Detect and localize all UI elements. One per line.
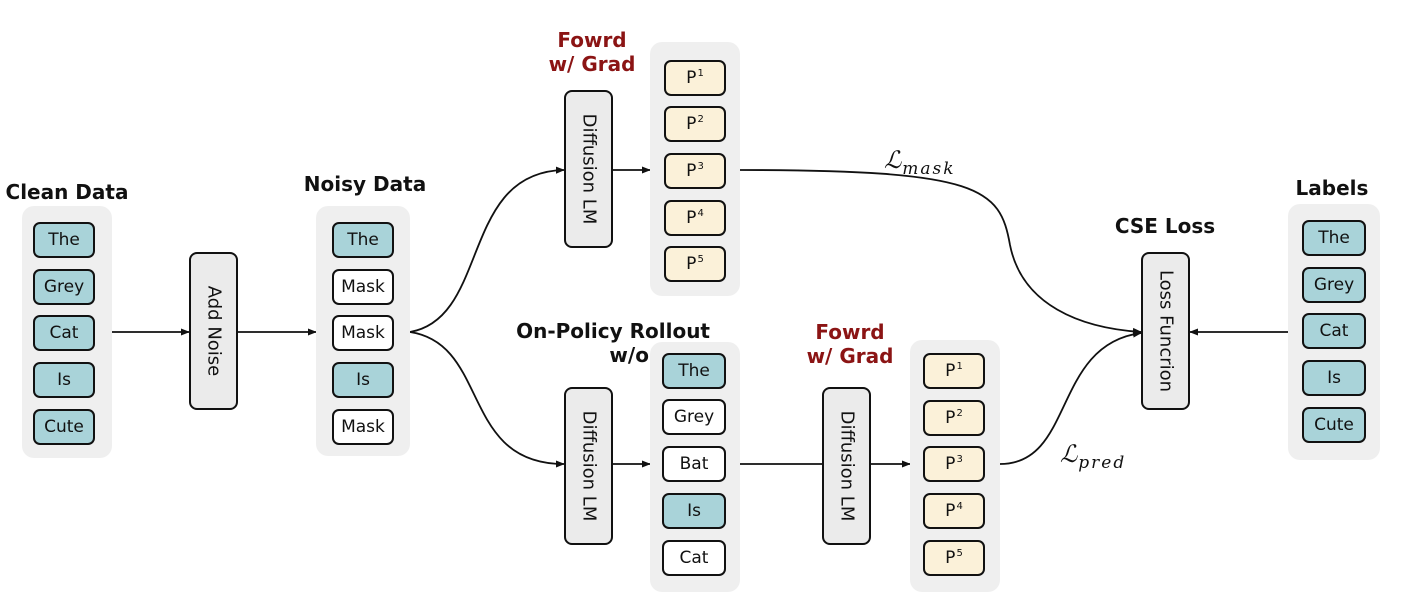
pred-token-index: 5 — [697, 253, 704, 265]
add-noise-block: Add Noise — [189, 252, 238, 410]
edge-mask-loss — [739, 169, 1142, 336]
pred-token-letter: P — [686, 208, 697, 228]
label-token: Cute — [1302, 407, 1366, 443]
clean-data-title: Clean Data — [5, 180, 129, 204]
pred-token-index: 5 — [956, 547, 963, 559]
clean-token: Cat — [33, 315, 95, 351]
forward-bottom-title: Fowrd w/ Grad — [806, 320, 894, 368]
pred-token-index: 2 — [956, 407, 963, 419]
diffusion-lm-bottom-label: Diffusion LM — [836, 410, 857, 522]
clean-token: Grey — [33, 269, 95, 305]
pred-token-letter: P — [945, 548, 956, 568]
edge-noisy-to-diffusion-rollout — [409, 331, 565, 468]
edge-pred-loss — [999, 330, 1142, 465]
diffusion-lm-top-block: Diffusion LM — [564, 90, 613, 248]
clean-token: The — [33, 222, 95, 258]
pred-token-letter: P — [686, 161, 697, 181]
pred-token-letter: P — [686, 254, 697, 274]
pred-token-letter: P — [686, 68, 697, 88]
pred-token-index: 4 — [697, 207, 704, 219]
noisy-token-mask: Mask — [332, 269, 394, 305]
rollout-token: Grey — [662, 399, 726, 435]
label-token: The — [1302, 220, 1366, 256]
pred-token-index: 2 — [697, 113, 704, 125]
noisy-token-mask: Mask — [332, 409, 394, 445]
edge-noisy-to-diffusion-top — [409, 166, 565, 333]
noisy-token-mask: Mask — [332, 315, 394, 351]
noisy-token: The — [332, 222, 394, 258]
diffusion-lm-bottom-block: Diffusion LM — [822, 387, 871, 545]
rollout-token: The — [662, 353, 726, 389]
loss-function-label: Loss Funcrion — [1155, 269, 1176, 393]
pred-token-letter: P — [686, 114, 697, 134]
pred-token-index: 1 — [956, 360, 963, 372]
mask-loss-symbol: ℒ — [884, 146, 902, 174]
rollout-token: Cat — [662, 540, 726, 576]
add-noise-label: Add Noise — [203, 285, 224, 377]
pred-token-index: 3 — [697, 160, 704, 172]
cse-loss-title: CSE Loss — [1114, 214, 1216, 238]
pred-token-letter: P — [945, 408, 956, 428]
pred-token-letter: P — [945, 361, 956, 381]
diffusion-lm-rollout-block: Diffusion LM — [564, 387, 613, 545]
rollout-token: Is — [662, 493, 726, 529]
diffusion-lm-top-label: Diffusion LM — [578, 113, 599, 225]
pred-token-letter: P — [945, 501, 956, 521]
pred-loss-label: ℒpred — [1060, 440, 1126, 473]
clean-token: Cute — [33, 409, 95, 445]
noisy-token: Is — [332, 362, 394, 398]
labels-title: Labels — [1295, 176, 1369, 200]
pred-loss-subscript: pred — [1078, 453, 1127, 473]
pred-token-index: 3 — [956, 453, 963, 465]
label-token: Grey — [1302, 267, 1366, 303]
pred-loss-symbol: ℒ — [1060, 440, 1078, 468]
rollout-token: Bat — [662, 446, 726, 482]
pred-token-index: 4 — [956, 500, 963, 512]
pred-token-letter: P — [945, 454, 956, 474]
label-token: Cat — [1302, 313, 1366, 349]
forward-top-title: Fowrd w/ Grad — [548, 28, 636, 76]
pred-token-index: 1 — [697, 67, 704, 79]
noisy-data-title: Noisy Data — [303, 172, 427, 196]
label-token: Is — [1302, 360, 1366, 396]
mask-loss-label: ℒmask — [884, 146, 956, 179]
clean-token: Is — [33, 362, 95, 398]
mask-loss-subscript: mask — [902, 159, 956, 179]
loss-function-block: Loss Funcrion — [1141, 252, 1190, 410]
diffusion-lm-rollout-label: Diffusion LM — [578, 410, 599, 522]
